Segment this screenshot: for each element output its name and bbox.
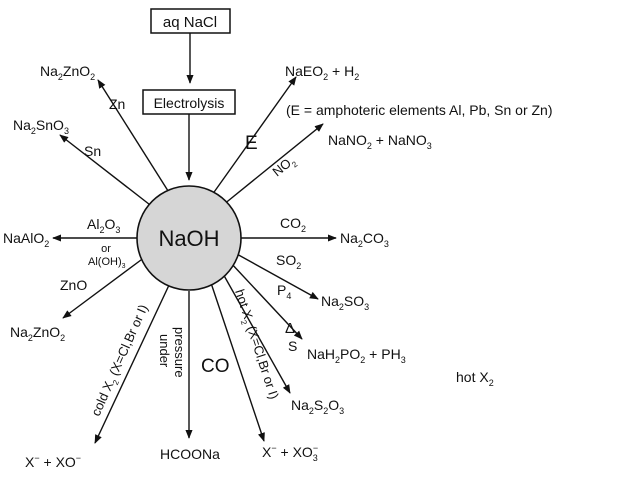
delta-symbol: Δ [285,320,295,337]
s-reagent: S [288,338,297,354]
x-xo3-product: X− + XO3− [262,443,318,463]
sn-reagent: Sn [84,143,101,159]
al2o3-reagent: Al2O3 [87,216,120,235]
under-label: under [157,334,172,368]
arrow-to-nano2 [222,123,324,206]
aloh3-reagent: Al(OH)3 [88,256,126,270]
arrow-to-naeo2 [211,76,297,196]
zn-reagent: Zn [109,96,125,112]
zno-reagent: ZnO [60,277,87,293]
naoh-circle [136,185,242,291]
hot-x2-label: hot X2 [456,369,494,388]
electrolysis-box [142,89,236,115]
p4-reagent: P4 [277,282,291,301]
e-reagent: E [245,133,258,154]
naalo2-product: NaAlO2 [3,230,49,249]
amphoteric-note: (E = amphoteric elements Al, Pb, Sn or Z… [286,102,553,118]
hcoona-product: HCOONa [160,446,220,462]
hot-x2-condition: hot X2 (X=Cl,Br or I) [229,287,282,402]
arrow-to-na2sno3 [59,134,155,209]
na2co3-product: Na2CO3 [340,230,389,249]
electrolysis-label: Electrolysis [154,95,225,111]
or-label: or [101,243,111,255]
nah2po2-ph3-product: NaH2PO2 + PH3 [307,346,406,365]
arrow-to-na2zno2-lower [62,256,146,319]
cold-x2-condition: cold X2 (X=Cl,Br or I) [88,302,153,419]
arrow-to-x-xo [94,282,171,444]
x-xo-product: X− + XO− [25,453,81,470]
naeo2-product: NaEO2 + H2 [285,63,359,82]
arrow-to-nah2po2 [229,261,303,340]
nano2-nano3-product: NaNO2 + NaNO3 [328,132,432,151]
pressure-label: pressure [172,327,187,378]
reaction-arrows [52,76,337,444]
arrow-to-na2zno2-upper [97,79,171,195]
aq-nacl-label: aq NaCl [163,14,217,31]
so2-reagent: SO2 [276,252,301,271]
na2so3-product: Na2SO3 [321,293,369,312]
no2-reagent: NO2 [269,152,299,181]
naoh-label: NaOH [158,226,219,251]
co-reagent: CO [201,356,230,377]
arrow-to-na2s2o3 [221,271,291,394]
arrow-to-x-xo3 [209,279,265,442]
arrow-to-na2so3 [234,252,319,300]
co2-reagent: CO2 [280,215,306,234]
na2sno3-product: Na2SnO3 [13,117,69,136]
na2zno2-upper-product: Na2ZnO2 [40,63,95,82]
na2zno2-lower-product: Na2ZnO2 [10,324,65,343]
na2s2o3-product: Na2S2O3 [291,397,344,416]
